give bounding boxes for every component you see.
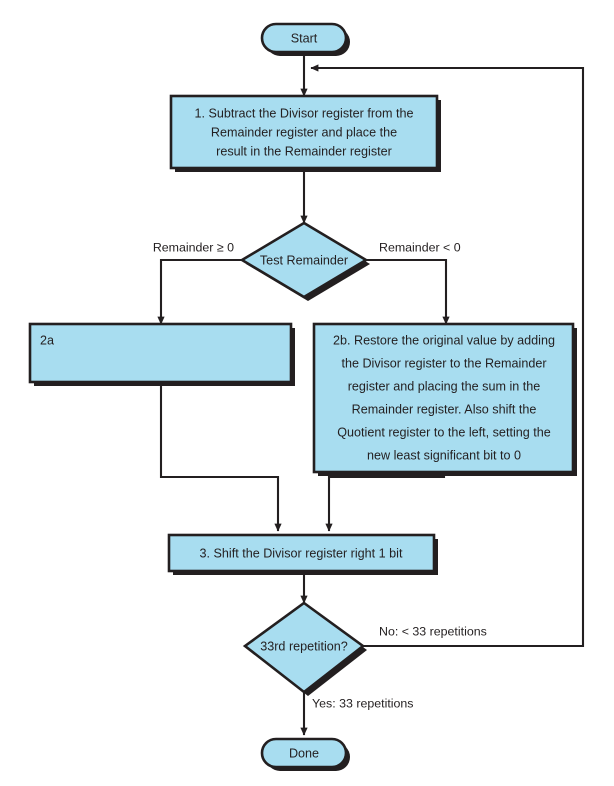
done-label: Done [289, 746, 319, 760]
node-start[interactable]: Start [260, 22, 350, 56]
step2b-line-5: Quotient register to the left, setting t… [337, 425, 551, 439]
step2b-shape [312, 322, 575, 474]
node-step3[interactable]: 3. Shift the Divisor register right 1 bi… [167, 533, 438, 575]
edge-label-remainder-lt-zero: Remainder < 0 [379, 240, 461, 254]
node-done[interactable]: Done [260, 737, 350, 771]
node-step1[interactable]: 1. Subtract the Divisor register from th… [169, 94, 441, 172]
edge-label-yes-branch: Yes: 33 repetitions [312, 696, 414, 710]
step2b-line-2: the Divisor register to the Remainder [341, 356, 546, 370]
step1-shape [169, 94, 439, 170]
step2a-shape [28, 322, 293, 384]
step1-line-3: result in the Remainder register [216, 144, 392, 158]
test-remainder-label: Test Remainder [260, 253, 348, 267]
repetition-test-shape [242, 601, 366, 694]
step1-line-1: 1. Subtract the Divisor register from th… [194, 106, 413, 120]
edge-label-no-branch: No: < 33 repetitions [379, 624, 487, 638]
start-label: Start [291, 31, 318, 45]
node-step2a[interactable]: 2a [28, 322, 295, 386]
connector-step2a-to-step3 [159, 382, 282, 532]
connector-test-to-step2a [157, 258, 242, 325]
node-step2b[interactable]: 2b. Restore the original value by adding… [312, 322, 577, 476]
edge-label-remainder-ge-zero: Remainder ≥ 0 [153, 240, 234, 254]
step2a-line-1: 2a [40, 333, 54, 347]
node-repetition-test[interactable]: 33rd repetition? [242, 601, 367, 696]
start-shape [260, 22, 348, 54]
step1-line-2: Remainder register and place the [211, 125, 397, 139]
test-remainder-shape [239, 221, 369, 299]
done-shape [260, 737, 348, 769]
node-test-remainder[interactable]: Test Remainder [239, 221, 370, 301]
step2b-line-4: Remainder register. Also shift the [352, 402, 537, 416]
step3-line-1: 3. Shift the Divisor register right 1 bi… [200, 546, 403, 560]
step2b-line-6: new least significant bit to 0 [367, 448, 521, 462]
step3-shape [167, 533, 436, 573]
connector-feedback-loop [310, 64, 585, 648]
step2b-line-3: register and placing the sum in the [348, 379, 541, 393]
repetition-test-label: 33rd repetition? [260, 639, 348, 653]
step2b-line-1: 2b. Restore the original value by adding [333, 333, 555, 347]
connector-test-to-step2b [366, 258, 450, 325]
connector-step2b-to-step3 [325, 472, 446, 532]
